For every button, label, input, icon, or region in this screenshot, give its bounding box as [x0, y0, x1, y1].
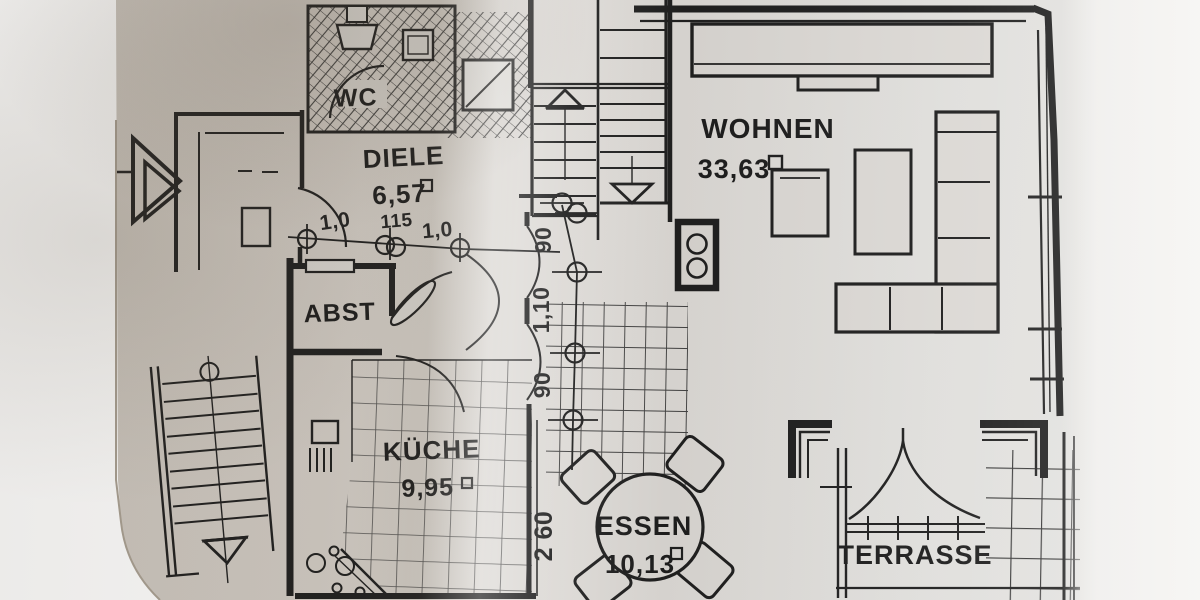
dim-h-2: 1,0 — [421, 218, 454, 244]
armchair — [770, 168, 830, 238]
dining-chair — [665, 435, 725, 493]
room-label-kueche: KÜCHE — [382, 433, 480, 466]
dim-v-3: 2 60 — [530, 511, 558, 562]
coffee-table — [853, 148, 913, 256]
dimension-chain-horizontal — [287, 224, 561, 262]
window-mullions — [1028, 195, 1064, 381]
room-label-diele: DIELE — [362, 140, 445, 174]
sideboard — [690, 22, 994, 92]
chimney — [667, 0, 720, 292]
entry-door-arc — [297, 186, 348, 248]
stairwell-window — [461, 58, 515, 112]
kitchen-counter — [306, 545, 389, 599]
wc-door-arc — [328, 64, 385, 119]
room-label-essen: ESSEN — [596, 511, 693, 541]
sqm-icon — [460, 476, 474, 490]
dim-v-1: 1,10 — [528, 287, 554, 334]
room-label-wc: WC — [333, 83, 378, 113]
room-area-diele: 6,57 — [371, 178, 427, 211]
sqm-icon — [767, 154, 784, 171]
stair-main — [528, 0, 668, 240]
room-label-terrasse: TERRASSE — [837, 540, 992, 570]
room-area-essen: 10,13 — [605, 549, 675, 579]
dim-v-0: 90 — [530, 227, 556, 254]
porch-fixture — [240, 206, 272, 248]
entrance-arrow-icon — [114, 133, 184, 227]
stair-down-arrow-icon — [200, 535, 249, 566]
labels: WC DIELE 6,57 ABST KÜCHE 9,95 WOHNEN 33,… — [303, 83, 992, 579]
dining-table — [595, 472, 705, 582]
walls — [114, 0, 1080, 600]
terrace-door-walls — [788, 420, 1048, 478]
stair-down-arrow-icon — [608, 182, 656, 205]
dim-h-0: 1,0 — [318, 208, 352, 235]
kitchen-wall-fixture — [309, 419, 340, 472]
terrace-awning — [845, 428, 985, 540]
dimension-chain-vertical — [540, 192, 602, 471]
stair-exterior — [149, 355, 275, 584]
abst-room — [288, 258, 396, 356]
wc-tile-hatch — [308, 6, 531, 138]
sqm-icon — [669, 546, 684, 561]
sqm-icon — [419, 178, 434, 193]
wc-sink — [335, 5, 379, 51]
stair-up-arrow-icon — [544, 88, 586, 109]
sofa — [834, 110, 1000, 334]
room-label-abst: ABST — [303, 298, 376, 328]
dim-h-1: 115 — [380, 210, 414, 234]
dining-set — [559, 435, 735, 600]
wc-toilet — [401, 28, 435, 62]
dining-chair — [559, 449, 617, 505]
room-area-kueche: 9,95 — [401, 473, 455, 503]
door-leaf — [389, 279, 437, 327]
kitchen-grid — [341, 302, 688, 596]
room-label-wohnen: WOHNEN — [701, 113, 835, 144]
room-area-wohnen: 33,63 — [698, 154, 771, 184]
dim-v-2: 90 — [529, 372, 555, 399]
